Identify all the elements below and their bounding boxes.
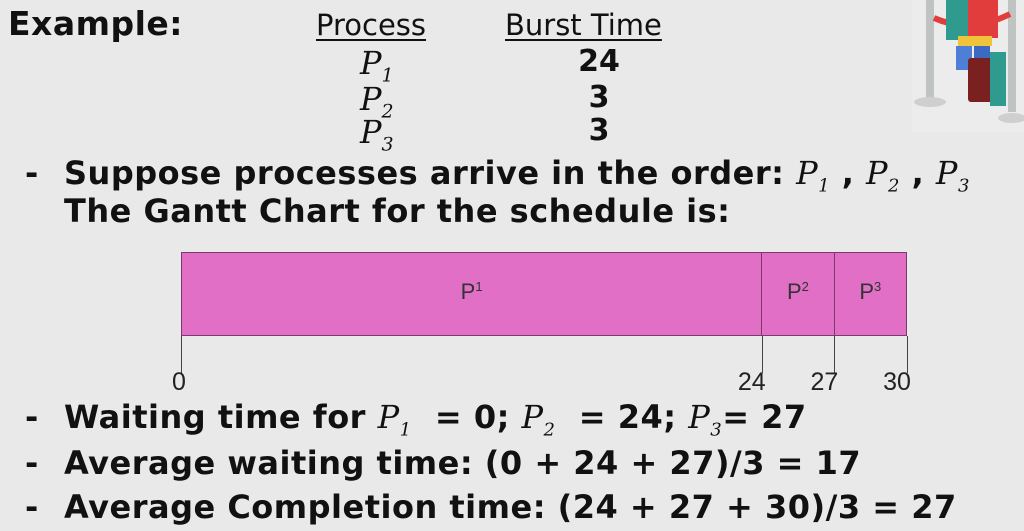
average-waiting-line: Average waiting time: (0 + 24 + 27)/3 = … [64, 444, 862, 482]
bullet-dash: - [25, 398, 39, 436]
arrival-order-line: Suppose processes arrive in the order: P… [64, 154, 970, 197]
bullet-dash: - [25, 154, 39, 192]
process-name-p2: P2 [360, 80, 394, 123]
process-name-p3: P3 [360, 113, 394, 156]
header-burst-time: Burst Time [505, 8, 662, 42]
gantt-tick-label: 27 [810, 368, 839, 396]
gantt-tick-label: 24 [737, 368, 766, 396]
gantt-tick-label: 0 [172, 368, 186, 396]
queue-people-icon [912, 0, 1024, 132]
waiting-time-line: Waiting time for P1 = 0; P2 = 24; P3= 27 [64, 398, 807, 441]
gantt-tick-mark [181, 336, 182, 373]
bullet-dash: - [25, 444, 39, 482]
burst-value-p1: 24 [578, 44, 620, 79]
bullet-dash: - [25, 488, 39, 526]
page-title: Example: [8, 4, 183, 43]
process-name-p1: P1 [360, 44, 394, 87]
gantt-intro-line: The Gantt Chart for the schedule is: [64, 192, 731, 230]
burst-value-p2: 3 [588, 80, 610, 115]
gantt-tick-mark [907, 336, 908, 373]
gantt-tick-label: 30 [883, 368, 911, 396]
average-completion-line: Average Completion time: (24 + 27 + 30)/… [64, 488, 957, 526]
gantt-tick-mark [761, 336, 763, 373]
header-process: Process [316, 8, 427, 42]
burst-value-p3: 3 [588, 113, 610, 148]
gantt-tick-mark [834, 336, 836, 373]
